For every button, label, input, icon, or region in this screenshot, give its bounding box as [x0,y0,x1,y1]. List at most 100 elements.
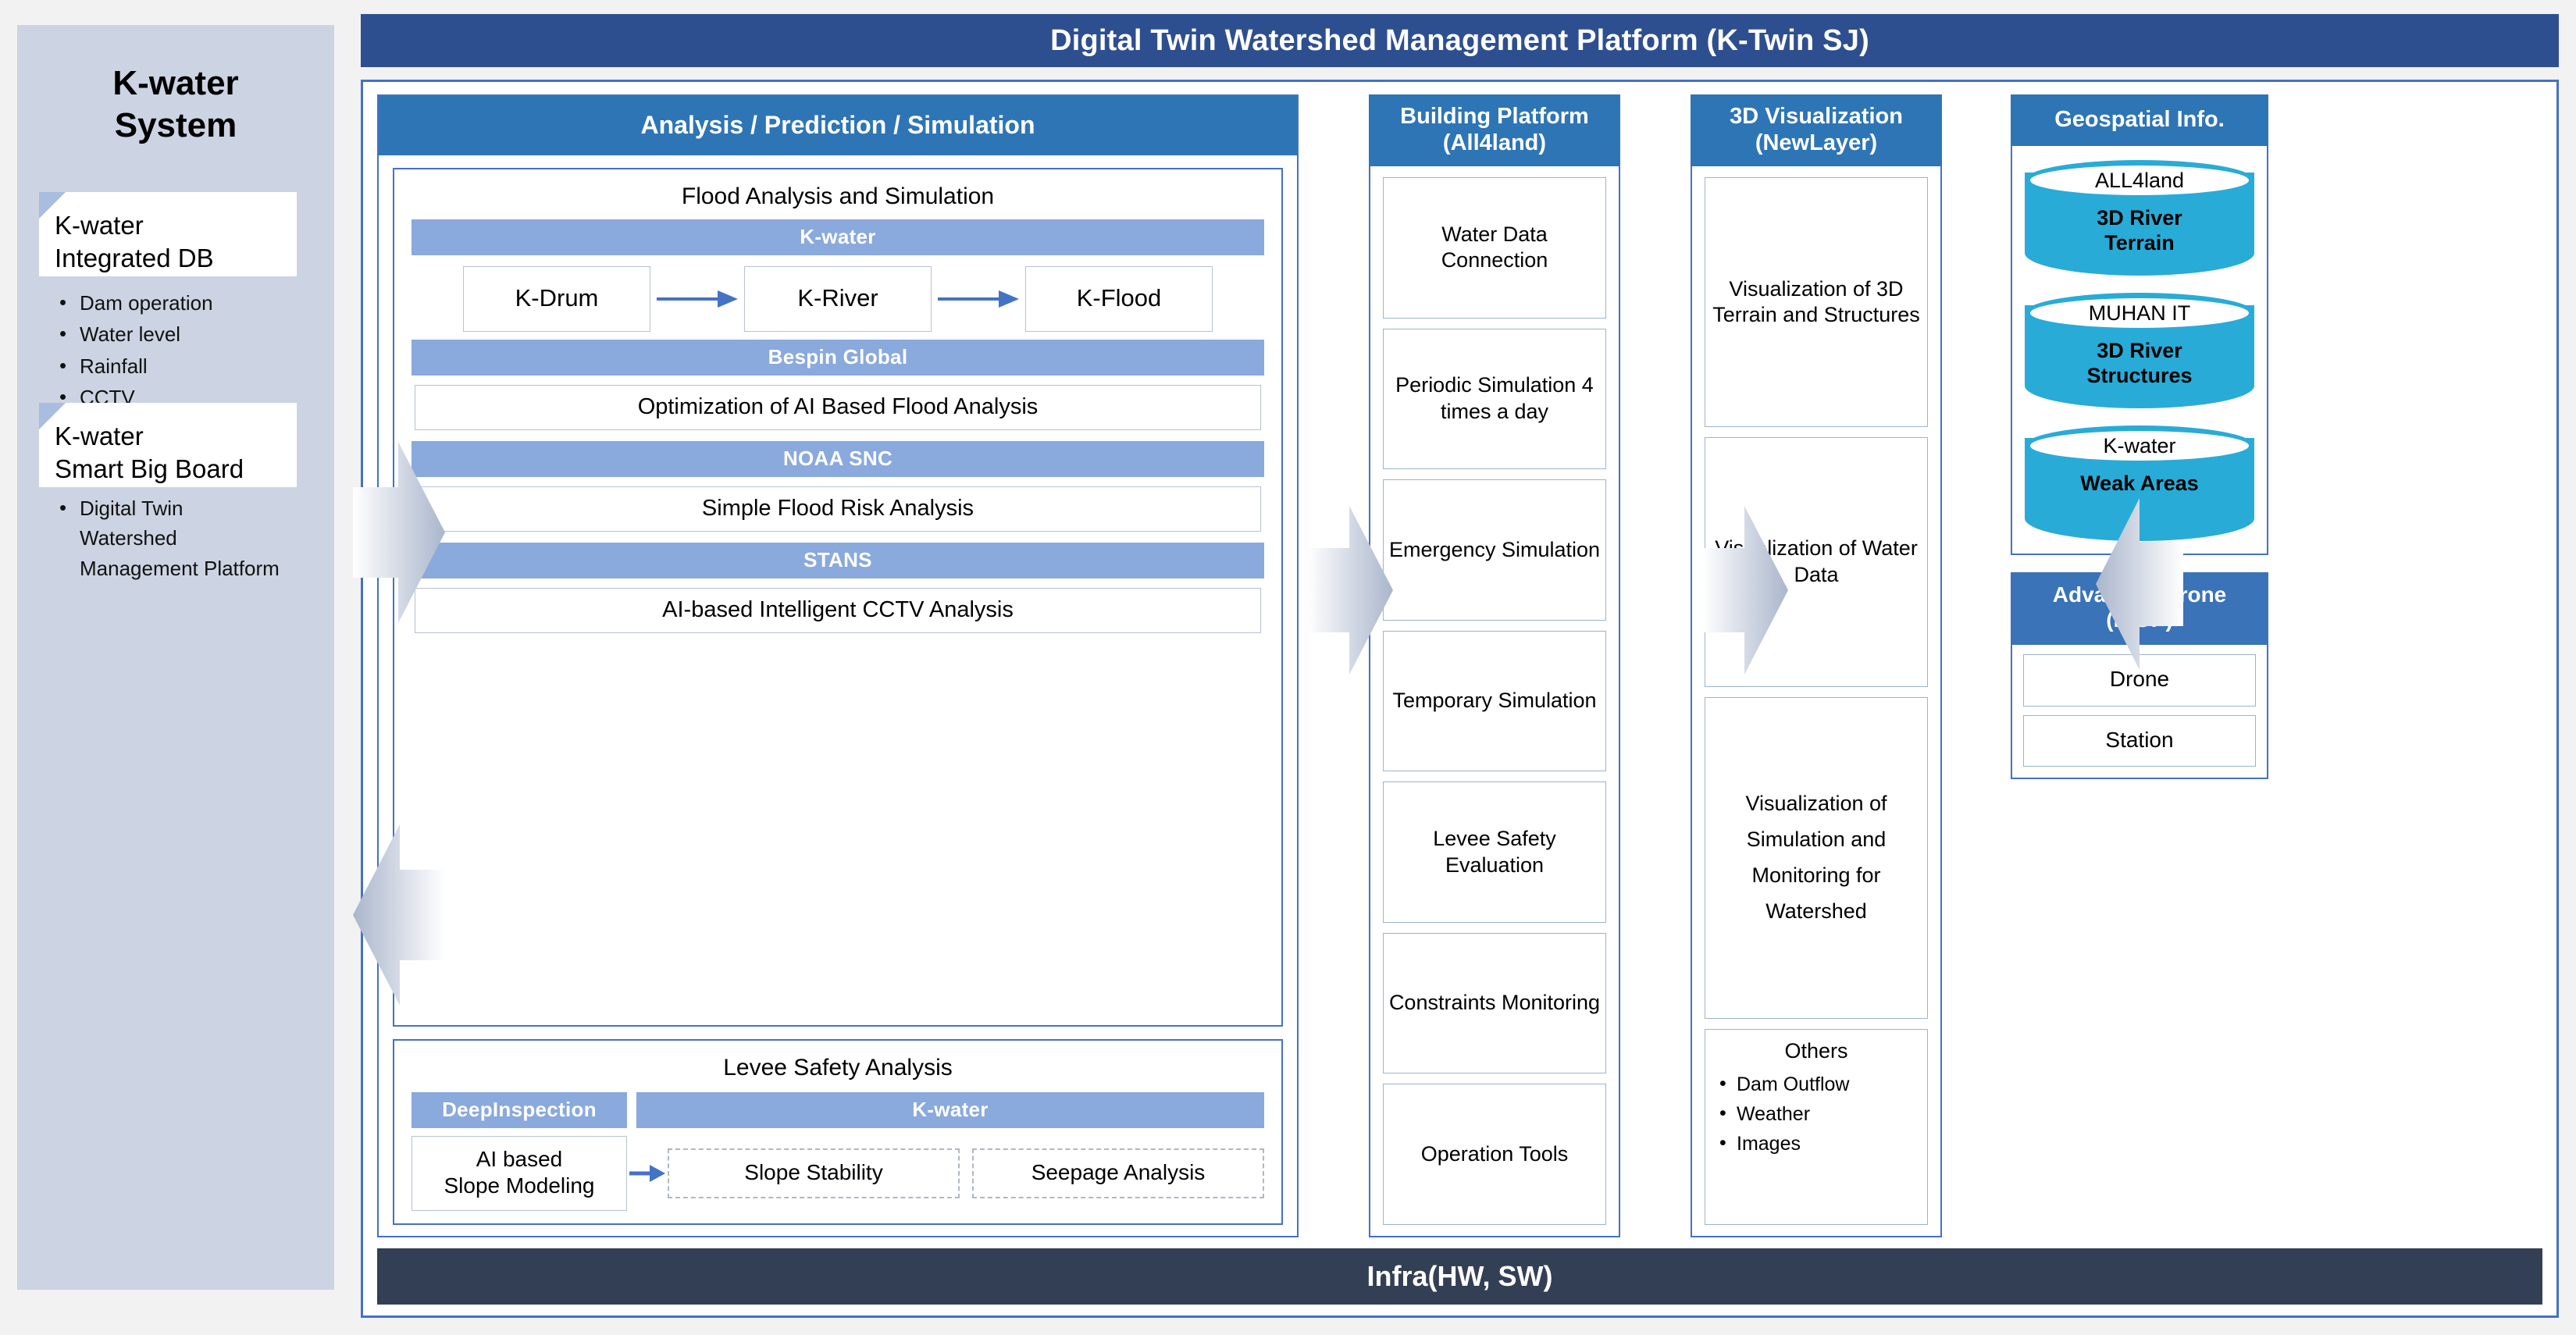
cylinder-content-label: Weak Areas [2025,471,2254,496]
cylinder-label-line2: Structures [2086,364,2193,388]
vendor-band-kwater: K-water [412,219,1264,255]
model-box-k-drum[interactable]: K-Drum [463,266,650,332]
vendor-band-deepinspection: DeepInspection [412,1091,627,1128]
arrow-left-geospatial-to-visualization [2096,498,2183,670]
smart-big-board-card[interactable]: K-water Smart Big Board [39,403,297,487]
building-item-water-data-connection[interactable]: Water Data Connection [1383,177,1606,319]
capability-box-simple-flood-risk[interactable]: Simple Flood Risk Analysis [415,486,1261,532]
integrated-db-title-line1: K-water [55,211,144,240]
analysis-column-header: Analysis / Prediction / Simulation [379,96,1297,155]
smart-big-board-title-line1: K-water [55,422,144,450]
integrated-db-title-line2: Integrated DB [55,243,214,272]
smart-big-board-title-line2: Smart Big Board [55,454,244,483]
building-item-operation-tools[interactable]: Operation Tools [1383,1084,1606,1226]
cylinder-label-line2: Terrain [2104,231,2175,255]
cylinder-top-ellipse: K-water [2025,425,2254,466]
arrow-right-analysis-to-building [1307,506,1393,675]
cylinder-vendor-label: ALL4land [2094,168,2185,192]
building-item-emergency-simulation[interactable]: Emergency Simulation [1383,479,1606,621]
folded-corner-icon [39,403,66,429]
geospatial-cylinder-muhan-it[interactable]: MUHAN IT 3D River Structures [2025,293,2254,408]
arrow-left-platform-to-bigboard [353,824,445,1006]
building-item-temporary-simulation[interactable]: Temporary Simulation [1383,630,1606,772]
building-platform-body: Water Data Connection Periodic Simulatio… [1369,166,1620,1237]
vendor-band-noaa-snc: NOAA SNC [412,441,1264,477]
capability-box-ai-flood-optimization[interactable]: Optimization of AI Based Flood Analysis [415,385,1261,430]
geospatial-cylinder-all4land[interactable]: ALL4land 3D River Terrain [2025,160,2254,276]
cylinder-top-ellipse: ALL4land [2025,160,2254,201]
geospatial-body: ALL4land 3D River Terrain MUHA [2011,146,2268,555]
arrow-right-building-to-visualization [1702,506,1788,675]
list-item: Dam Outflow [1713,1069,1919,1099]
flood-analysis-title: Flood Analysis and Simulation [681,183,995,209]
smart-big-board-bullets: Digital Twin Watershed Management Platfo… [47,493,281,583]
viz-others-title: Others [1784,1038,1848,1063]
platform-main: Digital Twin Watershed Management Platfo… [361,14,2559,1318]
smart-big-board-title: K-water Smart Big Board [55,420,283,485]
vendor-band-bespin-global: Bespin Global [412,340,1264,376]
infra-footer: Infra(HW, SW) [377,1248,2542,1305]
platform-banner: Digital Twin Watershed Management Platfo… [361,14,2559,67]
visualization-body: Visualization of 3D Terrain and Structur… [1691,166,1942,1237]
drone-item-station[interactable]: Station [2023,714,2256,767]
platform-frame: Analysis / Prediction / Simulation Flood… [361,80,2559,1318]
cylinder-label-line1: 3D River [2097,339,2182,362]
vendor-band-kwater-levee: K-water [636,1091,1264,1128]
list-item: Weather [1713,1098,1919,1129]
flood-analysis-panel: Flood Analysis and Simulation K-water K-… [393,168,1283,1027]
list-item: Digital Twin Watershed Management Platfo… [56,493,281,583]
geospatial-block: Geospatial Info. ALL4land 3D River Terra… [2011,94,2268,555]
analysis-column-body: Flood Analysis and Simulation K-water K-… [379,155,1297,1236]
levee-right-group: K-water [636,1091,1264,1128]
kwater-system-sidebar: K-water System K-water Integrated DB Dam… [17,25,334,1290]
column-analysis-prediction-simulation: Analysis / Prediction / Simulation Flood… [377,94,1299,1237]
cylinder-content-label: 3D River Terrain [2025,205,2254,256]
levee-box-seepage-analysis[interactable]: Seepage Analysis [972,1148,1264,1198]
cylinder-label-line1: 3D River [2097,206,2182,230]
levee-flow: AI based Slope Modeling [412,1135,1264,1211]
list-item: Rainfall [56,350,320,382]
cylinder-label-line1: Weak Areas [2080,472,2199,495]
folded-corner-icon [39,192,66,219]
levee-box-ai-slope-modeling[interactable]: AI based Slope Modeling [412,1135,627,1211]
list-item: Images [1713,1128,1919,1159]
cylinder-top-ellipse: MUHAN IT [2025,293,2254,333]
levee-safety-panel: Levee Safety Analysis DeepInspection K-w… [393,1038,1283,1225]
cylinder-vendor-label: MUHAN IT [2088,301,2191,325]
visualization-header-line2: (NewLayer) [1755,130,1878,155]
visualization-header: 3D Visualization (NewLayer) [1691,94,1942,166]
building-item-constraints-monitoring[interactable]: Constraints Monitoring [1383,932,1606,1074]
list-item: Water level [56,318,320,350]
levee-box-slope-stability[interactable]: Slope Stability [668,1148,960,1198]
capability-box-cctv-analysis[interactable]: AI-based Intelligent CCTV Analysis [415,588,1261,633]
levee-left-group: DeepInspection [412,1091,627,1128]
vendor-band-stans: STANS [412,543,1264,578]
flow-arrow-icon [932,289,1025,309]
column-building-platform: Building Platform (All4land) Water Data … [1369,94,1620,1237]
integrated-db-card[interactable]: K-water Integrated DB [39,192,297,276]
model-box-k-flood[interactable]: K-Flood [1025,266,1213,332]
sidebar-title: K-water System [17,25,334,146]
building-platform-header-line1: Building Platform [1400,104,1589,130]
building-platform-header: Building Platform (All4land) [1369,94,1620,166]
model-box-k-river[interactable]: K-River [744,266,932,332]
arrow-right-db-to-platform [353,442,445,623]
integrated-db-title: K-water Integrated DB [55,209,283,274]
sidebar-title-line1: K-water [112,64,239,102]
visualization-header-line1: 3D Visualization [1730,104,1903,130]
viz-others-list: Dam Outflow Weather Images [1713,1069,1919,1159]
levee-box-pair: Slope Stability Seepage Analysis [668,1148,1264,1198]
platform-columns: Analysis / Prediction / Simulation Flood… [377,94,2542,1237]
viz-others-box[interactable]: Others Dam Outflow Weather Images [1705,1028,1928,1225]
viz-item-3d-terrain-structures[interactable]: Visualization of 3D Terrain and Structur… [1705,177,1928,427]
flow-arrow-icon [627,1164,668,1183]
cylinder-content-label: 3D River Structures [2025,338,2254,389]
building-item-levee-safety-evaluation[interactable]: Levee Safety Evaluation [1383,781,1606,923]
viz-item-simulation-monitoring[interactable]: Visualization of Simulation and Monitori… [1705,696,1928,1019]
levee-box-line2: Slope Modeling [444,1173,595,1198]
levee-safety-title: Levee Safety Analysis [723,1054,953,1080]
geospatial-header: Geospatial Info. [2011,94,2268,146]
list-item: Dam operation [56,287,320,319]
building-item-periodic-simulation[interactable]: Periodic Simulation 4 times a day [1383,328,1606,470]
